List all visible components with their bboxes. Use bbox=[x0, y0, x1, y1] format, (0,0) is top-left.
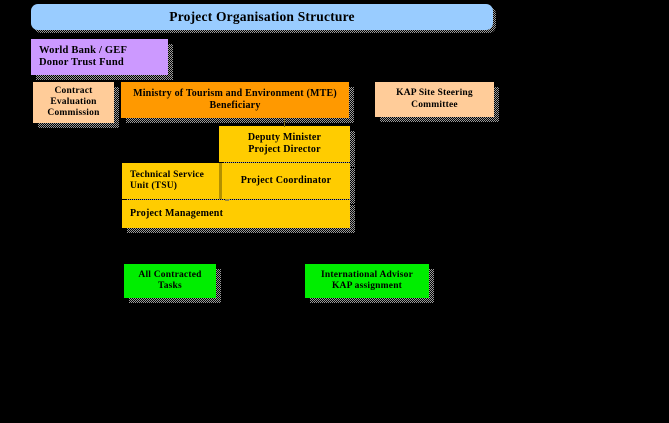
donor-line-1: World Bank / GEF bbox=[39, 44, 128, 56]
node-project-management: Project Management bbox=[122, 200, 350, 228]
international-advisor-line-1: International Advisor bbox=[320, 269, 414, 280]
cec-line-1: Contract bbox=[54, 85, 93, 96]
page-title: Project Organisation Structure bbox=[169, 9, 355, 25]
all-contracted-tasks-line-1: All Contracted bbox=[138, 269, 202, 280]
tsu-line-1: Technical Service bbox=[130, 169, 205, 180]
project-coordinator-label: Project Coordinator bbox=[240, 175, 332, 187]
cec-line-2: Evaluation bbox=[50, 96, 97, 107]
cec-line-3: Commission bbox=[47, 108, 100, 119]
node-ministry-of-tourism-and-environment: Ministry of Tourism and Environment (MTE… bbox=[121, 82, 349, 118]
node-donor-trust-fund: World Bank / GEF Donor Trust Fund bbox=[31, 39, 168, 75]
connector-ministry-to-deputy-minister bbox=[284, 118, 285, 127]
ministry-line-2: Beneficiary bbox=[209, 100, 261, 111]
kap-line-1: KAP Site Steering bbox=[396, 88, 473, 99]
deputy-minister-line-1: Deputy Minister bbox=[247, 132, 322, 144]
node-international-advisor-kap-assignment: International Advisor KAP assignment bbox=[305, 264, 429, 298]
donor-line-2: Donor Trust Fund bbox=[39, 57, 124, 68]
divider-tsu-project-coordinator bbox=[219, 163, 222, 199]
international-advisor-line-2: KAP assignment bbox=[331, 281, 403, 291]
all-contracted-tasks-line-2: Tasks bbox=[158, 281, 182, 291]
node-project-coordinator: Project Coordinator bbox=[222, 163, 350, 199]
node-contract-evaluation-commission: Contract Evaluation Commission bbox=[33, 82, 114, 123]
node-kap-site-steering-committee: KAP Site Steering Committee bbox=[375, 82, 494, 117]
kap-line-2: Committee bbox=[411, 99, 458, 110]
connector-coordinator-to-management bbox=[225, 199, 229, 201]
tsu-line-2: Unit (TSU) bbox=[130, 181, 178, 191]
deputy-minister-line-2: Project Director bbox=[248, 144, 321, 155]
project-management-label: Project Management bbox=[130, 208, 224, 220]
node-technical-service-unit: Technical Service Unit (TSU) bbox=[122, 163, 219, 199]
ministry-line-1: Ministry of Tourism and Environment (MTE… bbox=[133, 88, 337, 100]
diagram-title-banner: Project Organisation Structure bbox=[31, 4, 493, 30]
node-deputy-minister-project-director: Deputy Minister Project Director bbox=[219, 126, 350, 162]
node-all-contracted-tasks: All Contracted Tasks bbox=[124, 264, 216, 298]
